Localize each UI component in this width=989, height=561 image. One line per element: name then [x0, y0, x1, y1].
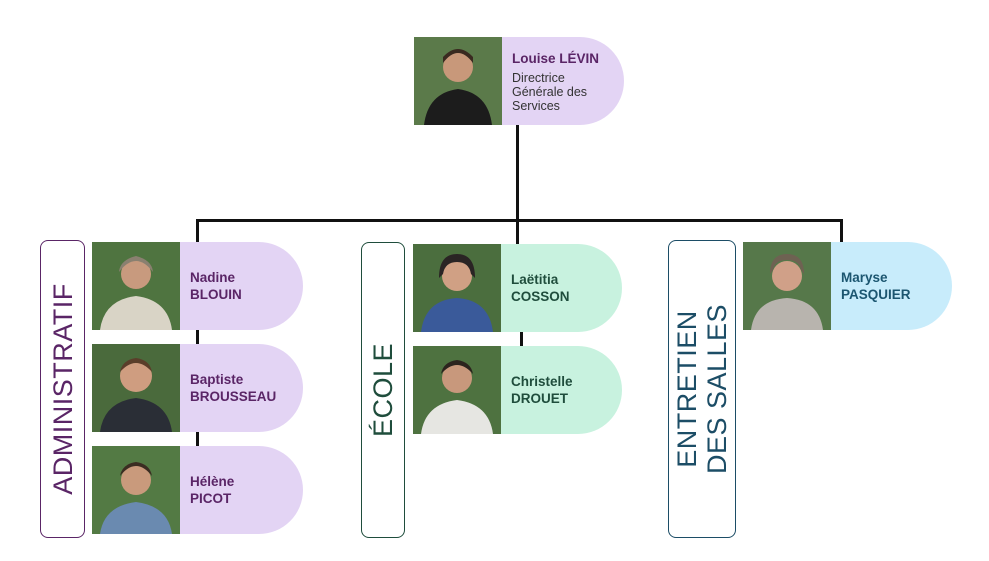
photo-laetitia-cosson	[413, 244, 501, 332]
member-last-name: PASQUIER	[841, 287, 911, 302]
member-first-name: Laëtitia	[511, 272, 559, 287]
department-administratif: ADMINISTRATIF	[40, 240, 85, 538]
connector-admin-2-3	[196, 432, 199, 448]
card-nadine-blouin: Nadine BLOUIN	[92, 242, 303, 330]
member-first-name: Christelle	[511, 374, 573, 389]
department-ecole-label: ÉCOLE	[368, 342, 398, 438]
member-last-name: DROUET	[511, 391, 568, 406]
department-entretien-des-salles: ENTRETIEN DES SALLES	[668, 240, 736, 538]
connector-admin-1-2	[196, 330, 199, 346]
connector-top-vertical	[516, 124, 519, 222]
member-last-name: BLOUIN	[190, 287, 242, 302]
photo-helene-picot	[92, 446, 180, 534]
department-entretien-label-line-1: ENTRETIEN	[672, 310, 702, 468]
member-first-name: Baptiste	[190, 372, 244, 387]
member-label: Laëtitia COSSON	[511, 244, 570, 332]
member-first-name: Nadine	[190, 270, 236, 285]
member-label: Maryse PASQUIER	[841, 242, 911, 330]
card-christelle-drouet: Christelle DROUET	[413, 346, 622, 434]
connector-entretien-drop	[840, 219, 843, 243]
director-title: Directrice Générale des Services	[512, 71, 599, 113]
member-first-name: Hélène	[190, 474, 235, 489]
photo-baptiste-brousseau	[92, 344, 180, 432]
department-entretien-label: ENTRETIEN DES SALLES	[672, 304, 732, 474]
department-administratif-label: ADMINISTRATIF	[47, 283, 78, 495]
connector-ecole-drop	[516, 219, 519, 245]
card-maryse-pasquier: Maryse PASQUIER	[743, 242, 952, 330]
department-entretien-label-line-2: DES SALLES	[702, 303, 732, 475]
connector-horizontal	[196, 219, 843, 222]
photo-director	[414, 37, 502, 125]
card-baptiste-brousseau: Baptiste BROUSSEAU	[92, 344, 303, 432]
photo-christelle-drouet	[413, 346, 501, 434]
photo-maryse-pasquier	[743, 242, 831, 330]
member-label: Hélène PICOT	[190, 446, 234, 534]
connector-admin-drop	[196, 219, 199, 243]
member-last-name: PICOT	[190, 491, 232, 506]
director-name: Louise LÉVIN	[512, 50, 600, 66]
connector-ecole-1-2	[520, 332, 523, 348]
member-label: Christelle DROUET	[511, 346, 573, 434]
member-last-name: BROUSSEAU	[190, 389, 277, 404]
director-title-line-2: Générale des	[512, 84, 588, 99]
department-ecole: ÉCOLE	[361, 242, 405, 538]
member-last-name: COSSON	[511, 289, 570, 304]
member-label: Baptiste BROUSSEAU	[190, 344, 276, 432]
member-first-name: Maryse	[841, 270, 888, 285]
member-label: Nadine BLOUIN	[190, 242, 242, 330]
card-laetitia-cosson: Laëtitia COSSON	[413, 244, 622, 332]
photo-nadine-blouin	[92, 242, 180, 330]
card-director: Louise LÉVIN Directrice Générale des Ser…	[414, 37, 624, 125]
card-helene-picot: Hélène PICOT	[92, 446, 303, 534]
director-title-line-1: Directrice	[512, 70, 565, 85]
director-title-line-3: Services	[512, 98, 560, 113]
director-label: Louise LÉVIN Directrice Générale des Ser…	[512, 37, 599, 125]
